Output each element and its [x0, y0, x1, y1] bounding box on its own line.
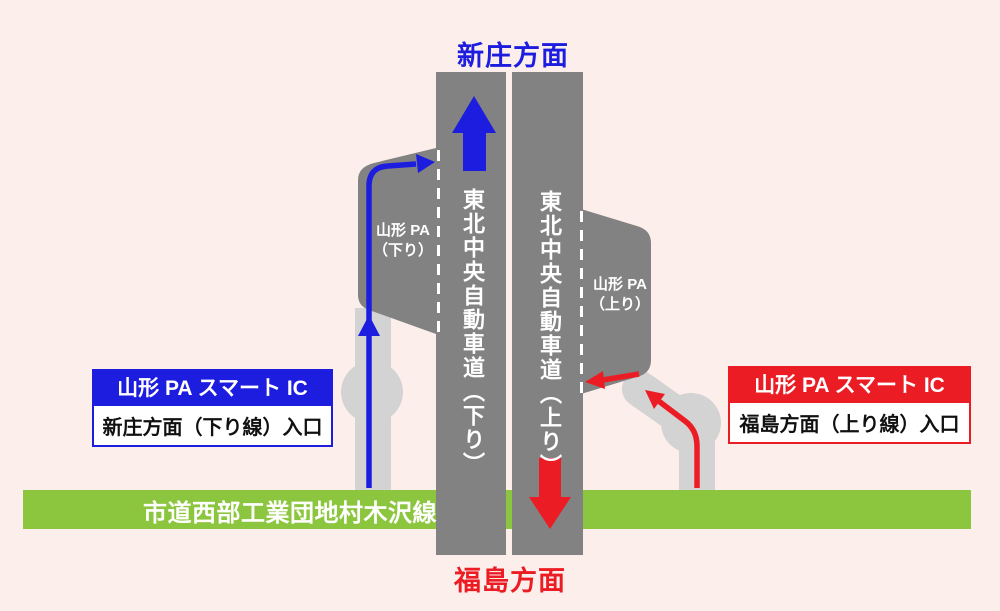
up-entry-route-arrow-icon [585, 371, 700, 488]
pa-up-name: 山形 PA [593, 276, 647, 293]
smart-ic-up-title: 山形 PA スマート IC [728, 366, 971, 401]
down-entry-route-arrow-icon [358, 154, 435, 488]
local-road-label: 市道西部工業団地村木沢線 [143, 500, 437, 527]
pa-down-area [358, 148, 436, 334]
smart-ic-down-callout: 山形 PA スマート IC 新庄方面（下り線）入口 [92, 369, 333, 447]
pa-down-direction: （下り） [372, 242, 433, 259]
southbound-arrow-icon [529, 458, 571, 529]
smart-ic-up-entrance: 福島方面（上り線）入口 [728, 401, 971, 444]
pa-up-label: 山形 PA （上り） [555, 275, 685, 315]
northbound-arrow-icon [452, 96, 496, 171]
pa-down-name: 山形 PA [376, 222, 430, 239]
pa-down-label: 山形 PA （下り） [338, 221, 468, 261]
pa-up-direction: （上り） [589, 296, 650, 313]
direction-label-shinjo: 新庄方面 [457, 41, 569, 71]
pa-up-area [581, 209, 651, 394]
down-ramp-roundabout [341, 361, 403, 423]
expressway-up-label: 東北中央自動車道（上り） [537, 190, 562, 478]
smart-ic-down-entrance: 新庄方面（下り線）入口 [92, 404, 333, 447]
direction-label-fukushima: 福島方面 [454, 566, 566, 596]
smart-ic-up-callout: 山形 PA スマート IC 福島方面（上り線）入口 [728, 366, 971, 444]
expressway-down-label: 東北中央自動車道（下り） [460, 188, 485, 476]
smart-ic-down-title: 山形 PA スマート IC [92, 369, 333, 404]
